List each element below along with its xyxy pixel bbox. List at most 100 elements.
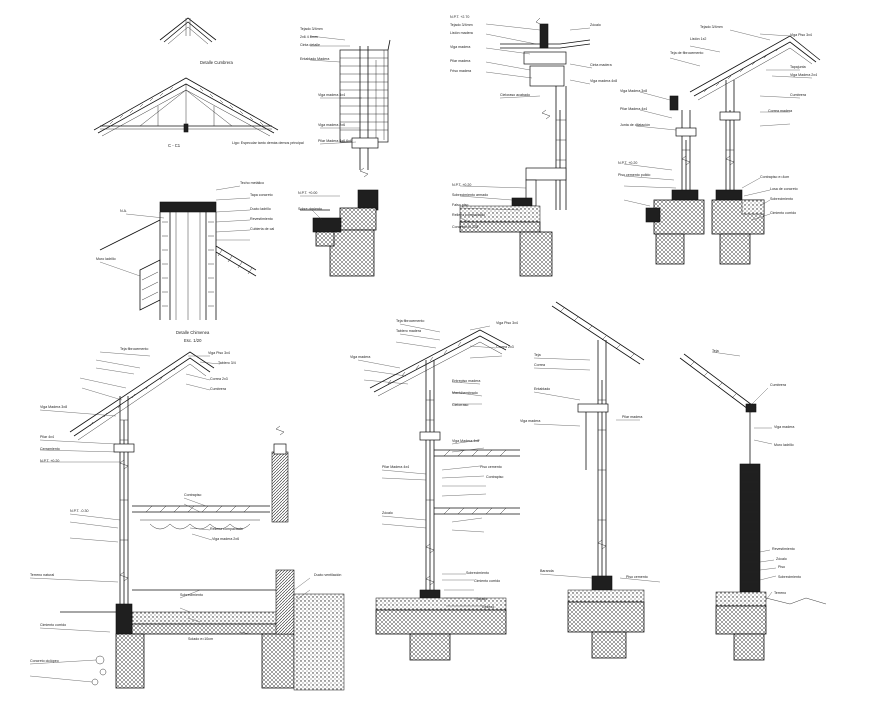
detail-ridge-foundation: Tejado 3/4mm Viga Piso 3x4 Listón 1x2 Te… [618,25,821,265]
label-eave-viga-4x8: Viga madera 4x8 [590,79,617,83]
label-gable-cinta: Cinta detalle [300,43,320,47]
label-floor-viga-piso: Viga Piso 3x4 [208,351,230,355]
label-storey-zocalo: Zócalo [382,511,393,515]
label-ridge-pilar: Pilar Madera 4x4 [620,107,647,111]
label-brick-piso: Piso [778,565,785,569]
label-storey-teja: Teja fibrocemento [396,319,424,323]
label-eave-relleno: Relleno compactado [452,213,485,217]
label-floor-solado: Solado e=10cm [188,637,213,641]
label-floor-pilar: Pilar 4x4 [40,435,54,439]
detail-roof-truss: Detalle Cumbrera C - C1 Ligo: Especular … [93,17,304,148]
detail-chimney: N.A. Techo metálico Tapa concreto Ducto … [96,181,274,343]
label-ridge-junta: Junta de dilatación [620,123,650,127]
label-brick-teja: Teja [712,349,719,353]
label-ridge-liston: Listón 1x2 [690,37,706,41]
label-eave-sobrecimiento: Sobrecimiento armado [452,193,488,197]
label-brick-sobrecimiento: Sobrecimiento [778,575,801,579]
label-post-correa: Correa [534,363,545,367]
label-storey-solado: Solado [476,597,487,601]
label-storey-viga: Viga madera [350,355,370,359]
label-storey-viga-piso: Viga Piso 3x4 [496,321,518,325]
label-ridge-piso: Piso cemento pulido [618,173,650,177]
label-storey-cimiento: Cimiento corrido [474,579,500,583]
detail-brick-wall-section: Teja Cumbrera Viga madera Muro ladrillo … [679,349,827,661]
label-chimney-tapa: Techo metálico [240,181,264,185]
label-chimney-cubierta: Cubierta de cal [250,227,274,231]
label-ridge-cimiento: Cimiento corrido [770,211,796,215]
label-ridge-viga-piso: Viga Piso 3x4 [790,33,812,37]
label-ridge-npt: N.P.T. +0.20 [618,161,637,165]
label-storey-sobrecimiento: Sobrecimiento [466,571,489,575]
label-chimney-tapa-concreto: Tapa concreto [250,193,273,197]
label-eave-concreto: Concreto f'c 175 [452,225,478,229]
label-floor-tablero: Tablero 3/4 [218,361,236,365]
roof-shingle-ticks [109,86,264,126]
label-floor-concreto: Concreto ciclópeo [30,659,59,663]
label-ridge-sobrecimiento: Sobrecimiento [770,197,793,201]
label-brick-terreno: Terreno [774,591,786,595]
label-floor-cumbrera: Cumbrera [210,387,226,391]
caption-truss-section: C - C1 [168,143,181,148]
caption-chimney-scale: Esc. 1/20 [184,338,202,343]
label-gable-entablado: Entablado Madera [300,57,329,61]
siding-lines [340,57,388,131]
label-floor-relleno: Relleno compactado [210,527,243,531]
label-eave-pilar: Pilar madera [450,59,470,63]
chimney-brick-dots [162,221,214,307]
label-brick-zocalo: Zócalo [776,557,787,561]
label-ridge-viga-3x8: Viga Madera 3x8 [620,89,647,93]
label-storey-correa: Correa 2x3 [496,345,514,349]
label-eave-viga: Viga madera [450,45,470,49]
label-floor-correa: Correa 2x3 [210,377,228,381]
label-storey-viga-4x8: Viga Madera 4x8 [452,439,479,443]
detail-eave-section: N.P.T. +2.70 Tejado 3/4mm Listón madera … [450,15,617,277]
caption-truss-note: Ligo: Especular tanto demás demos princi… [232,141,304,145]
caption-ridge-detail: Detalle Cumbrera [200,60,233,65]
label-post-teja: Teja [534,353,541,357]
label-storey-pilar: Pilar Madera 4x4 [382,465,409,469]
label-storey-cielorraso: Cielorraso [452,403,468,407]
label-gable-npt: N.P.T. +0.00 [298,191,317,195]
label-floor-cimiento: Cimiento corrido [40,623,66,627]
label-floor-viga-2x6: Viga madera 2x6 [212,537,239,541]
label-floor-ducto: Ducto ventilación [314,573,341,577]
label-chimney-ducto: Ducto ladrillo [250,207,271,211]
label-post-viga: Viga madera [520,419,540,423]
label-gable-tejado: Tejado 3/4mm [300,27,323,31]
label-storey-machihembrado: Machihembrado [452,391,478,395]
label-gable-sobrecimiento: Sobre cimiento [298,207,322,211]
label-post-pilar: Pilar madera [622,415,642,419]
label-floor-teja: Teja fibrocemento [120,347,148,351]
label-post-piso: Piso cemento [626,575,648,579]
label-brick-revestimiento: Revestimiento [772,547,795,551]
label-post-baranda: Baranda [540,569,554,573]
label-storey-entrepiso: Entrepiso madera [452,379,480,383]
label-ridge-viga-2x4: Viga Madera 2x4 [790,73,817,77]
label-ridge-correa: Correa madera [768,109,792,113]
label-gable-pilar: Pilar Madera 4x6 6x6 [318,139,352,143]
label-floor-viga-3x8: Viga Madera 3x8 [40,405,67,409]
label-gable-viga-3x4: Viga madera 3x4 [318,93,345,97]
label-chimney-techo: N.A. [120,209,127,213]
label-brick-viga: Viga madera [774,425,794,429]
label-chimney-muro: Muro ladrillo [96,257,116,261]
label-ridge-tapajunta: Tapajunta [790,65,806,69]
label-gable-2x6: 2x6 4 8mm [300,35,318,39]
label-floor-sobrecimiento: Sobrecimiento [180,593,203,597]
detail-gable-wall: Tejado 3/4mm 2x6 4 8mm Cinta detalle Ent… [298,27,391,277]
label-ridge-tejado: Tejado 3/4mm [700,25,723,29]
label-brick-muro: Muro ladrillo [774,443,794,447]
detail-post-section: Teja Correa Entablado Viga madera Pilar … [520,301,661,659]
label-floor-npt: N.P.T. +0.20 [40,459,59,463]
label-post-entablado: Entablado [534,387,550,391]
label-floor-terreno: Terreno natural [30,573,54,577]
label-floor-cerramiento: Cerramiento [40,447,60,451]
label-ridge-cumbrera: Cumbrera [790,93,806,97]
label-storey-tablero: Tablero madera [396,329,421,333]
label-ridge-contrapiso: Contrapiso e=4cm [760,175,789,179]
label-eave-friso: Friso madera [450,69,471,73]
label-eave-liston: Listón madera [450,31,473,35]
detail-two-storey-section: Teja fibrocemento Tablero madera Viga Pi… [350,319,520,661]
label-eave-tejado: Tejado 3/4mm [450,23,473,27]
